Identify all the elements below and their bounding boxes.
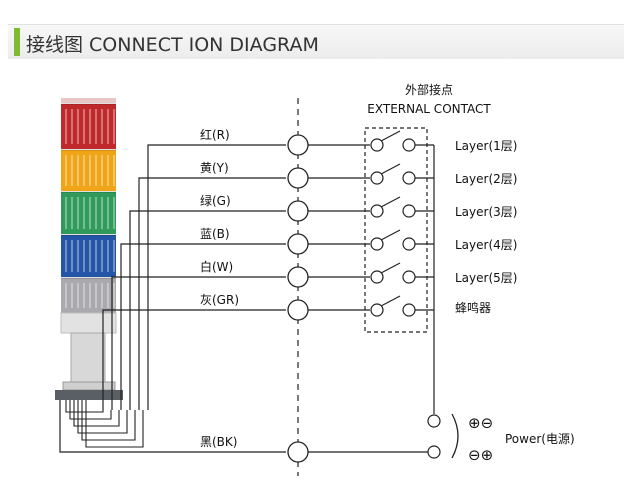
terminal-circle xyxy=(287,200,309,222)
tower-base xyxy=(55,390,123,400)
header-band: 接线图 CONNECT ION DIAGRAM xyxy=(8,24,624,59)
switch-contact-left xyxy=(370,303,384,317)
wire-path xyxy=(120,243,286,410)
switch-contact-right xyxy=(402,204,416,218)
switch-arm xyxy=(380,262,401,274)
wire-label: 蓝(B) xyxy=(200,227,230,241)
terminal-circle xyxy=(287,233,309,255)
common-wire-label: 黑(BK) xyxy=(200,435,237,449)
wire-bundle-loop xyxy=(77,400,128,434)
wire-path xyxy=(129,210,286,410)
wire-rows: 红(R) Layer(1层) 黄(Y) Layer(2层) 绿(G) Layer(3层) 蓝… xyxy=(200,127,517,463)
switch-contact-left xyxy=(370,204,384,218)
tower-lamp-segment xyxy=(61,192,116,234)
terminal-circle xyxy=(287,299,309,321)
wire-label: 红(R) xyxy=(200,127,230,142)
wire-bundle-loop xyxy=(85,400,144,448)
switch-contact-left xyxy=(370,237,384,251)
wiring xyxy=(59,144,286,453)
output-label: 蜂鸣器 xyxy=(455,300,491,315)
page-title: 接线图 CONNECT ION DIAGRAM xyxy=(26,34,319,56)
switch-contact-left xyxy=(370,138,384,152)
wire-bundle-loop xyxy=(65,400,104,413)
switch-contact-left xyxy=(370,171,384,185)
output-label: Layer(4层) xyxy=(455,238,517,252)
output-label: Layer(3层) xyxy=(455,205,517,219)
external-contact-title-en: EXTERNAL CONTACT xyxy=(367,102,491,116)
tower-collar xyxy=(60,312,117,334)
switch-contact-right xyxy=(402,171,416,185)
switch-arm xyxy=(380,196,401,208)
wire-bundle-loop xyxy=(73,400,120,427)
wire-path xyxy=(102,309,286,410)
tower-lamp-segment xyxy=(61,150,116,191)
common-terminal-circle xyxy=(287,441,309,463)
external-contact-box xyxy=(364,127,428,333)
tower-cap xyxy=(61,98,116,103)
wire-bundle-loop xyxy=(69,400,112,420)
power-terminal-bottom xyxy=(427,445,441,459)
output-label: Layer(1层) xyxy=(455,139,517,153)
tower-lamp-segment xyxy=(61,104,116,149)
terminal-circle xyxy=(287,167,309,189)
switch-arm xyxy=(380,130,401,142)
common-wire-path xyxy=(59,400,286,453)
power-terminal-top xyxy=(427,414,441,428)
wire-bundle-loop xyxy=(81,400,136,441)
switch-contact-right xyxy=(402,138,416,152)
power-symbol-top: ⊕⊖ xyxy=(468,414,493,432)
wire-path xyxy=(147,144,286,410)
signal-tower-light xyxy=(55,98,123,400)
header-accent-bar xyxy=(14,28,20,56)
wire-path xyxy=(111,276,286,410)
tower-mount-ring xyxy=(62,381,116,391)
tower-lamp-segment xyxy=(61,278,116,313)
power-section: ⊕⊖ ⊖⊕ Power(电源) xyxy=(468,414,575,464)
wire-path xyxy=(138,177,286,410)
power-label: Power(电源) xyxy=(505,432,575,446)
tower-lamp-segment xyxy=(61,235,116,277)
switch-contact-right xyxy=(402,237,416,251)
wire-label: 黄(Y) xyxy=(200,161,229,175)
wire-label: 灰(GR) xyxy=(200,293,239,307)
output-label: Layer(2层) xyxy=(455,172,517,186)
tower-pole xyxy=(70,332,106,389)
terminal-circle xyxy=(287,266,309,288)
external-contact-title-cn: 外部接点 xyxy=(405,82,453,97)
terminal-circle xyxy=(287,134,309,156)
switch-arm xyxy=(380,295,401,307)
switch-contact-right xyxy=(402,303,416,317)
switch-contact-left xyxy=(370,270,384,284)
power-symbol-bottom: ⊖⊕ xyxy=(468,446,493,464)
switch-arm xyxy=(380,229,401,241)
switch-arm xyxy=(380,163,401,175)
output-label: Layer(5层) xyxy=(455,271,517,285)
wire-label: 白(W) xyxy=(200,259,233,274)
wire-label: 绿(G) xyxy=(200,193,231,208)
switch-contact-right xyxy=(402,270,416,284)
power-brace xyxy=(451,413,459,459)
